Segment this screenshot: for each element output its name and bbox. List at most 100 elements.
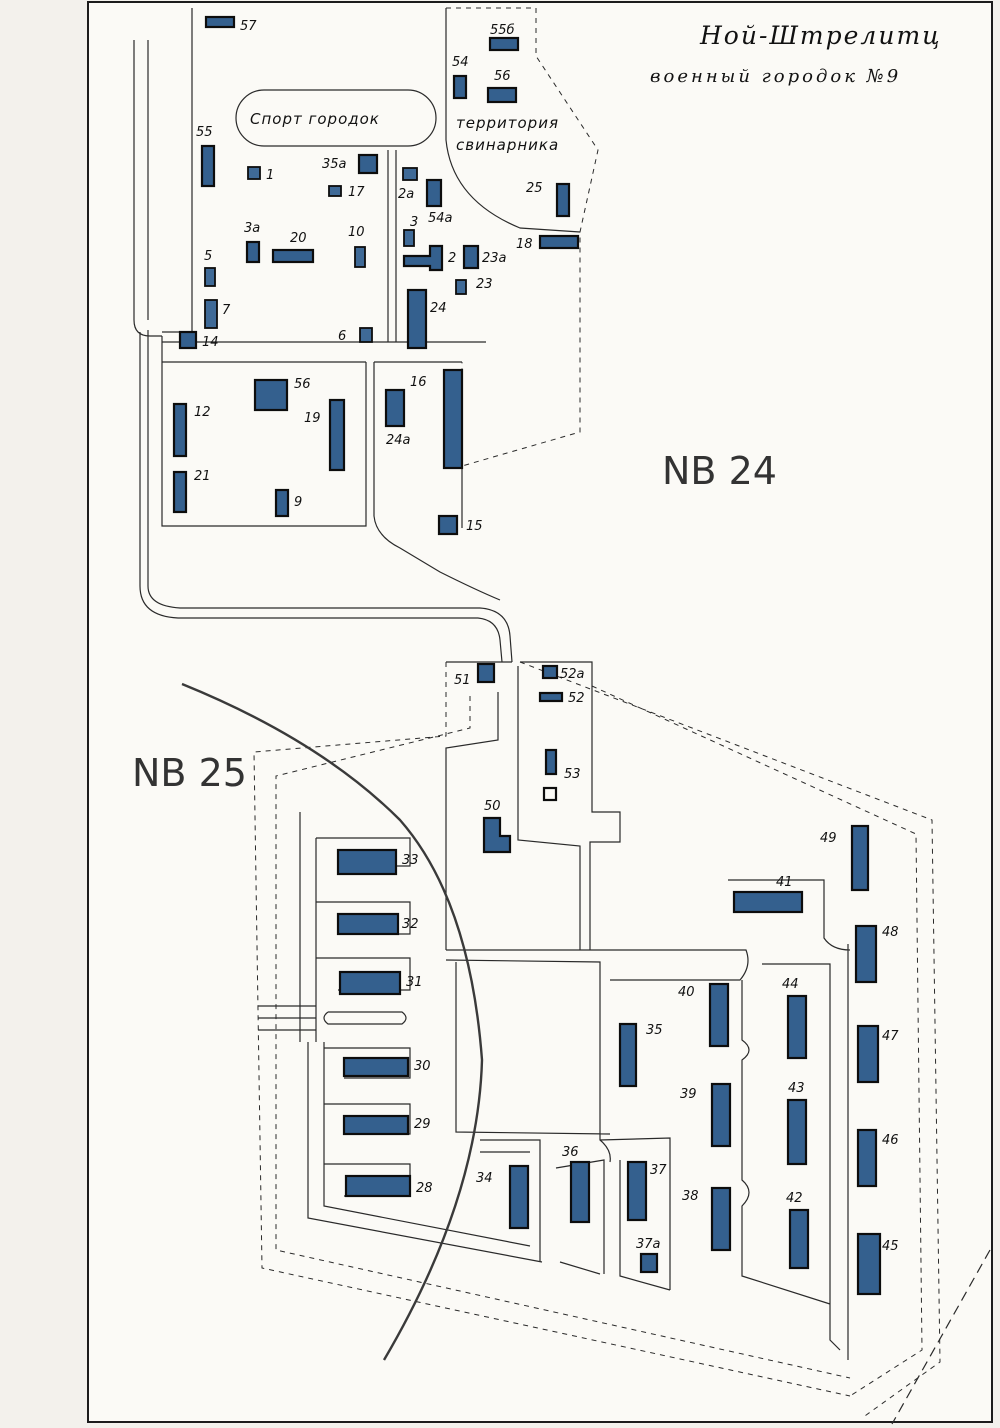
- building-33[interactable]: [336, 848, 398, 876]
- label-35: 35: [646, 1023, 663, 1038]
- north-cross-road: [162, 341, 486, 363]
- label-53: 53: [564, 767, 581, 782]
- building-19[interactable]: [328, 398, 346, 472]
- building-7[interactable]: [204, 299, 218, 329]
- building-39[interactable]: [710, 1082, 732, 1148]
- label-18: 18: [516, 237, 533, 252]
- label-3a: 3а: [244, 221, 260, 236]
- building-48[interactable]: [854, 924, 878, 984]
- building-2a[interactable]: [402, 167, 418, 181]
- left-loops: [316, 837, 411, 1197]
- building-53-annex[interactable]: [542, 786, 558, 802]
- label-56n: 56: [494, 69, 511, 84]
- label-23: 23: [476, 277, 493, 292]
- territory-label-1: территория: [456, 114, 559, 132]
- label-45: 45: [882, 1239, 899, 1254]
- building-9[interactable]: [274, 488, 290, 518]
- building-53[interactable]: [544, 748, 558, 776]
- building-56n[interactable]: [486, 86, 518, 104]
- zone-nb24-label: NB 24: [662, 449, 777, 493]
- label-41: 41: [776, 875, 793, 890]
- north-boundary: [162, 8, 397, 342]
- building-43[interactable]: [786, 1098, 808, 1166]
- label-1: 1: [266, 168, 274, 183]
- building-35[interactable]: [618, 1022, 638, 1088]
- label-2a: 2а: [398, 187, 414, 202]
- building-5[interactable]: [204, 267, 216, 287]
- building-45[interactable]: [856, 1232, 882, 1296]
- building-23a[interactable]: [462, 244, 480, 270]
- building-55b[interactable]: [488, 36, 520, 52]
- label-39: 39: [680, 1087, 697, 1102]
- building-25[interactable]: [555, 182, 571, 218]
- building-52a[interactable]: [541, 664, 559, 680]
- building-51[interactable]: [476, 662, 496, 684]
- building-52[interactable]: [538, 691, 564, 703]
- building-29[interactable]: [342, 1114, 410, 1136]
- building-50[interactable]: [482, 816, 512, 854]
- building-54a[interactable]: [425, 178, 443, 208]
- building-17[interactable]: [328, 185, 342, 197]
- building-16[interactable]: [442, 368, 464, 470]
- building-38[interactable]: [710, 1186, 732, 1252]
- building-57[interactable]: [204, 15, 236, 29]
- label-12: 12: [194, 405, 211, 420]
- label-52: 52: [568, 691, 585, 706]
- label-17: 17: [348, 185, 365, 200]
- map-title: Ной-Штрелитц: [699, 21, 942, 50]
- building-46[interactable]: [856, 1128, 878, 1188]
- building-1[interactable]: [247, 166, 261, 180]
- label-37a: 37а: [636, 1237, 661, 1252]
- building-30[interactable]: [342, 1056, 410, 1078]
- building-55[interactable]: [200, 144, 216, 188]
- building-54[interactable]: [452, 74, 468, 100]
- building-12[interactable]: [172, 402, 188, 458]
- label-14: 14: [202, 335, 219, 350]
- building-23[interactable]: [455, 279, 467, 295]
- building-3a[interactable]: [245, 240, 261, 264]
- pig-farm-fence: [446, 7, 599, 467]
- label-36: 36: [562, 1145, 579, 1160]
- building-36[interactable]: [569, 1160, 591, 1224]
- building-15[interactable]: [437, 514, 459, 536]
- building-10[interactable]: [354, 246, 366, 268]
- building-3[interactable]: [403, 229, 415, 247]
- building-21[interactable]: [172, 470, 188, 514]
- building-35a[interactable]: [357, 153, 379, 175]
- building-47[interactable]: [856, 1024, 880, 1084]
- building-34[interactable]: [508, 1164, 530, 1230]
- label-20: 20: [290, 231, 307, 246]
- building-56[interactable]: [253, 378, 289, 412]
- building-44[interactable]: [786, 994, 808, 1060]
- label-43: 43: [788, 1081, 805, 1096]
- label-42: 42: [786, 1191, 803, 1206]
- building-42[interactable]: [788, 1208, 810, 1270]
- building-41[interactable]: [732, 890, 804, 914]
- label-52a: 52а: [560, 667, 585, 682]
- building-6[interactable]: [359, 327, 373, 343]
- label-16: 16: [410, 375, 427, 390]
- building-49[interactable]: [850, 824, 870, 892]
- sport-town-label: Спорт городок: [250, 110, 380, 128]
- label-23a: 23а: [482, 251, 507, 266]
- label-40: 40: [678, 985, 695, 1000]
- building-20[interactable]: [271, 248, 315, 264]
- building-28[interactable]: [344, 1174, 412, 1198]
- label-54: 54: [452, 55, 469, 70]
- building-24a[interactable]: [384, 388, 406, 428]
- building-37[interactable]: [626, 1160, 648, 1222]
- left-long-road: [133, 40, 162, 337]
- building-32[interactable]: [336, 912, 400, 936]
- building-31[interactable]: [338, 970, 402, 996]
- map-subtitle: военный городок №9: [650, 66, 901, 87]
- label-24: 24: [430, 301, 447, 316]
- building-18[interactable]: [538, 234, 580, 250]
- label-19: 19: [304, 411, 321, 426]
- building-40[interactable]: [708, 982, 730, 1048]
- building-14[interactable]: [178, 330, 198, 350]
- access-road: [445, 661, 621, 950]
- building-37a[interactable]: [639, 1252, 659, 1274]
- building-2[interactable]: [402, 244, 444, 272]
- building-24[interactable]: [406, 288, 428, 350]
- label-47: 47: [882, 1029, 899, 1044]
